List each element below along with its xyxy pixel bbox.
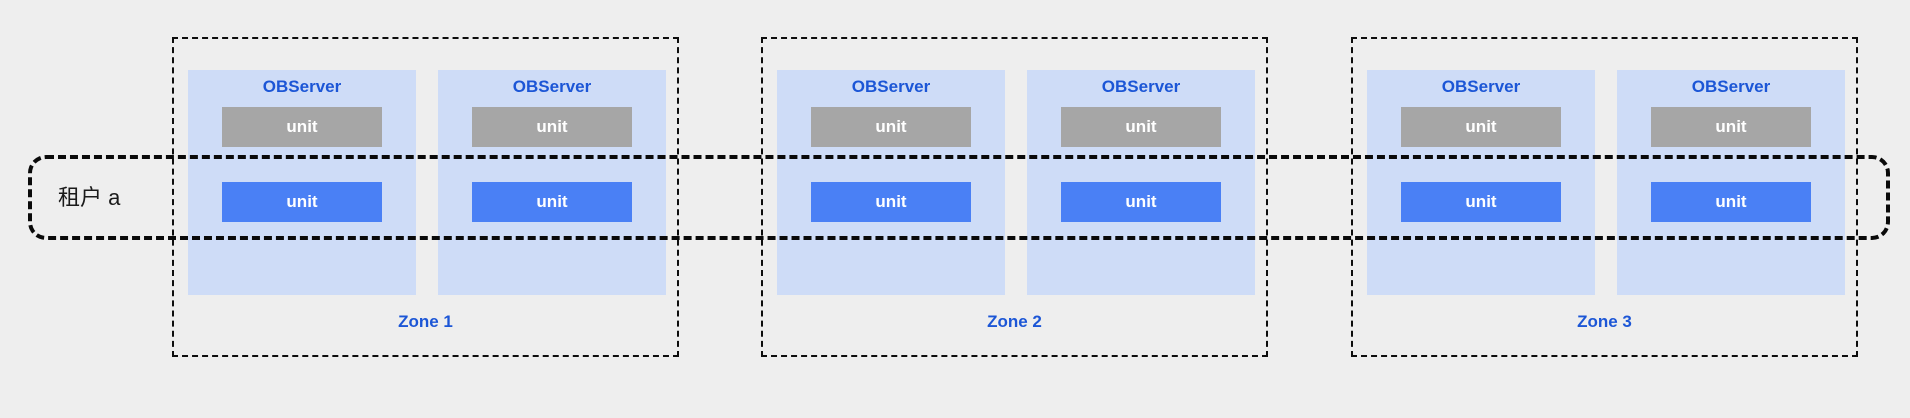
observer-title: OBServer xyxy=(262,77,342,96)
unit-gray-box: unit xyxy=(472,107,632,147)
unit-gray-box: unit xyxy=(222,107,382,147)
unit-blue-box: unit xyxy=(1651,182,1811,222)
observer-box: OBServer unit unit xyxy=(1617,70,1845,295)
unit-blue-box: unit xyxy=(222,182,382,222)
observer-title: OBServer xyxy=(1101,77,1181,96)
observer-box: OBServer unit unit xyxy=(1367,70,1595,295)
observer-box: OBServer unit unit xyxy=(438,70,666,295)
unit-gray-box: unit xyxy=(1401,107,1561,147)
tenant-label: 租户 a xyxy=(58,185,121,210)
observer-box: OBServer unit unit xyxy=(1027,70,1255,295)
zone-1-box: OBServer unit unit OBServer unit unit Zo… xyxy=(172,37,679,357)
unit-gray-box: unit xyxy=(811,107,971,147)
unit-blue-box: unit xyxy=(472,182,632,222)
zone-3-box: OBServer unit unit OBServer unit unit Zo… xyxy=(1351,37,1858,357)
unit-gray-box: unit xyxy=(1651,107,1811,147)
zone-3-label: Zone 3 xyxy=(1577,312,1632,331)
unit-gray-box: unit xyxy=(1061,107,1221,147)
unit-blue-box: unit xyxy=(811,182,971,222)
observer-title: OBServer xyxy=(1441,77,1521,96)
tenant-outline: 租户 a xyxy=(28,155,1890,240)
zone-1-label: Zone 1 xyxy=(398,312,453,331)
observer-title: OBServer xyxy=(1691,77,1771,96)
unit-blue-box: unit xyxy=(1401,182,1561,222)
unit-blue-box: unit xyxy=(1061,182,1221,222)
observer-box: OBServer unit unit xyxy=(777,70,1005,295)
observer-title: OBServer xyxy=(851,77,931,96)
zone-2-box: OBServer unit unit OBServer unit unit Zo… xyxy=(761,37,1268,357)
zone-2-label: Zone 2 xyxy=(987,312,1042,331)
observer-box: OBServer unit unit xyxy=(188,70,416,295)
observer-title: OBServer xyxy=(512,77,592,96)
